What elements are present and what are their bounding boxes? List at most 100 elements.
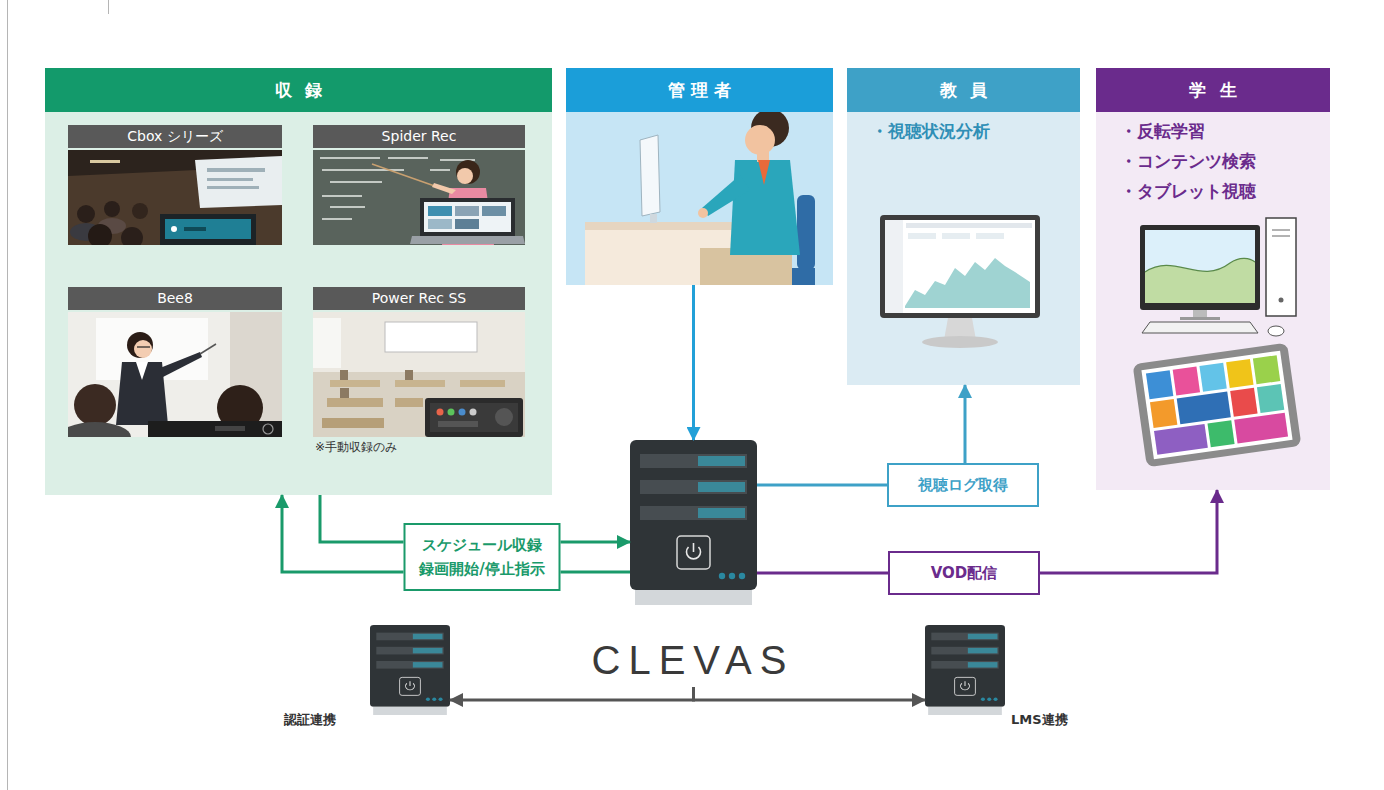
analytics-monitor-part <box>922 336 998 348</box>
administrator-panel: 管理者 <box>566 68 833 285</box>
server-icon-part <box>931 661 998 669</box>
power-rec-photo-part <box>340 370 348 380</box>
footnote: ※手動収録のみ <box>313 439 525 455</box>
server-icon-part <box>677 536 710 569</box>
server-label: LMS連携 <box>1011 712 1101 728</box>
cbox-photo-part <box>70 223 102 241</box>
student-devices-part <box>1140 225 1260 310</box>
power-rec-photo-part <box>340 388 349 398</box>
server-icon-part <box>376 647 443 655</box>
device-name: Bee8 <box>68 287 282 310</box>
server-icon-part <box>640 506 747 520</box>
student-devices-part <box>1145 258 1255 272</box>
administrator-figure-part <box>700 248 792 285</box>
power-rec-photo-part <box>327 398 383 407</box>
administrator-figure-part <box>650 214 657 223</box>
bee8-photo-part <box>230 312 282 437</box>
student-devices-part-part <box>1257 384 1284 413</box>
administrator-figure-part <box>585 230 737 285</box>
student-devices-part <box>1272 236 1290 237</box>
server-icon-part <box>994 697 998 700</box>
edge-label: VOD配信 <box>931 561 998 585</box>
analytics-monitor-part <box>880 215 1040 318</box>
bee8-photo-part <box>68 422 131 437</box>
student-devices <box>1133 218 1302 467</box>
server-icon-part <box>630 440 757 590</box>
administrator-figure-part <box>698 208 708 218</box>
edge-label: スケジュール収録 録画開始/停止指示 <box>418 533 547 581</box>
cbox-photo-part <box>121 227 143 245</box>
panel-heading: 管理者 <box>566 68 833 112</box>
bee8-photo-part <box>160 352 202 377</box>
cbox-photo-part <box>184 227 206 231</box>
connector-arrow <box>692 285 695 440</box>
server-icon-part <box>698 508 745 518</box>
power-rec-photo-part <box>459 409 466 416</box>
panel-heading: 収録 <box>45 68 552 112</box>
bullet-item: ・反転学習 <box>1096 120 1330 142</box>
spider-rec-photo-part <box>432 183 456 194</box>
spider-rec-photo-part <box>372 164 446 190</box>
analytics-monitor-part <box>942 233 970 239</box>
spider-rec-photo-part <box>442 188 494 245</box>
student-devices-part-part <box>1141 351 1292 460</box>
recorder-box: Cbox シリーズ <box>68 125 282 245</box>
cbox-photo-part <box>165 219 251 239</box>
connector-arrow <box>450 687 694 700</box>
spider-rec-photo-part <box>456 160 480 184</box>
administrator-figure-part <box>702 175 750 216</box>
student-devices-part-part <box>1133 343 1302 468</box>
cbox-photo-part <box>171 226 177 232</box>
power-rec-photo-part <box>313 312 525 437</box>
bee8-photo <box>68 312 282 437</box>
power-rec-photo <box>313 312 525 437</box>
recorder-box: Spider Rec <box>313 125 525 245</box>
student-devices-part-part <box>1234 413 1288 444</box>
server-icon-part <box>439 697 443 700</box>
administrator-figure-part <box>640 135 660 216</box>
server-icon-part <box>698 456 745 466</box>
edge-label-box: スケジュール収録 録画開始/停止指示 <box>404 523 561 591</box>
power-rec-photo-part <box>460 380 505 387</box>
student-devices-part <box>1268 326 1284 336</box>
server-icon-part <box>955 677 976 695</box>
connector-arrow <box>694 687 926 700</box>
student-devices-part <box>1180 317 1220 320</box>
student-devices-part <box>1133 343 1302 468</box>
bee8-photo-part <box>127 332 153 358</box>
student-devices-part-part <box>1150 399 1177 428</box>
spider-rec-photo-part <box>482 206 506 216</box>
server-icon-part <box>698 482 745 492</box>
server-icon-part <box>928 707 1002 715</box>
bee8-photo-part <box>96 318 208 380</box>
administrator-figure-part <box>790 268 815 285</box>
student-devices-part <box>1193 310 1207 318</box>
administrator-figure-part <box>730 160 800 255</box>
server-icon-part <box>640 480 747 494</box>
spider-rec-photo-part <box>428 206 452 216</box>
analytics-monitor-part <box>885 220 1035 313</box>
administrator-figure-part <box>751 109 789 147</box>
power-rec-photo-part <box>405 370 413 380</box>
auth-server: 認証連携 <box>370 625 450 715</box>
bee8-photo-part <box>137 346 150 347</box>
analytics-monitor-part <box>905 258 1030 308</box>
cbox-photo-part <box>68 150 282 245</box>
server-icon-part <box>409 681 410 686</box>
server-icon-part <box>719 573 725 579</box>
power-rec-photo-part <box>330 380 380 387</box>
spider-rec-photo-part <box>424 202 511 232</box>
administrator-figure-part <box>797 195 815 270</box>
bee8-photo-part <box>74 384 116 426</box>
panel-heading: 教員 <box>847 68 1080 112</box>
spider-rec-photo <box>313 150 525 245</box>
student-devices-part-part <box>1226 359 1253 388</box>
administrator-figure-part <box>745 125 775 155</box>
student-devices-part-part <box>1199 363 1226 392</box>
bee8-photo-part <box>68 312 282 437</box>
cbox-photo-part <box>207 186 259 189</box>
cbox-photo-part <box>90 160 120 163</box>
administrator-figure <box>585 109 815 285</box>
student-devices-part-part <box>1154 424 1208 455</box>
teacher-panel: 教員・視聴状況分析 <box>847 68 1080 385</box>
